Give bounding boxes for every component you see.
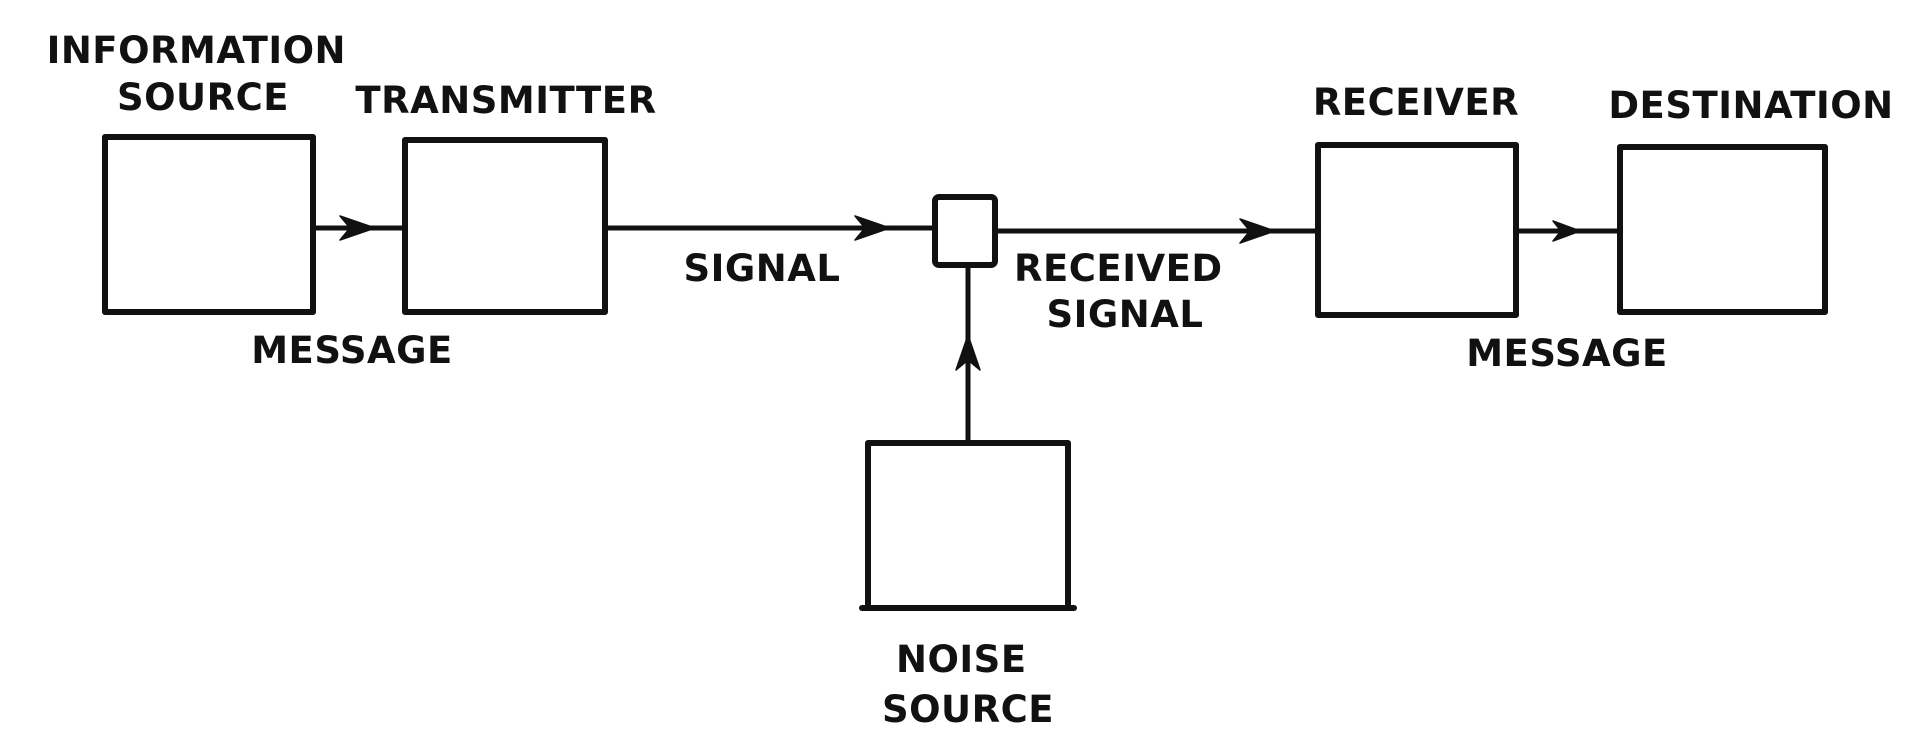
message-label-left: MESSAGE	[251, 329, 453, 372]
signal-label: SIGNAL	[684, 247, 841, 290]
transmitter-box	[402, 137, 608, 315]
receiver-label: RECEIVER	[1313, 81, 1519, 124]
transmitter-label: TRANSMITTER	[355, 79, 656, 122]
destination-label: DESTINATION	[1608, 84, 1893, 127]
arrow-right-icon	[339, 215, 376, 241]
arrow-up-icon	[955, 334, 981, 371]
information-source-box	[102, 134, 316, 315]
information-source-label: INFORMATION SOURCE	[47, 29, 360, 119]
destination-box	[1617, 144, 1828, 315]
receiver-box	[1315, 142, 1519, 318]
noise-source-label: NOISE SOURCE	[882, 638, 1054, 731]
noise-combiner-box	[932, 194, 998, 268]
arrow-right-icon	[854, 215, 891, 241]
noise-source-box	[865, 440, 1071, 608]
received-signal-label: RECEIVED SIGNAL	[1014, 247, 1236, 336]
message-label-right: MESSAGE	[1466, 332, 1668, 375]
arrow-right-icon	[1239, 218, 1276, 244]
arrow-right-icon	[1552, 220, 1581, 242]
